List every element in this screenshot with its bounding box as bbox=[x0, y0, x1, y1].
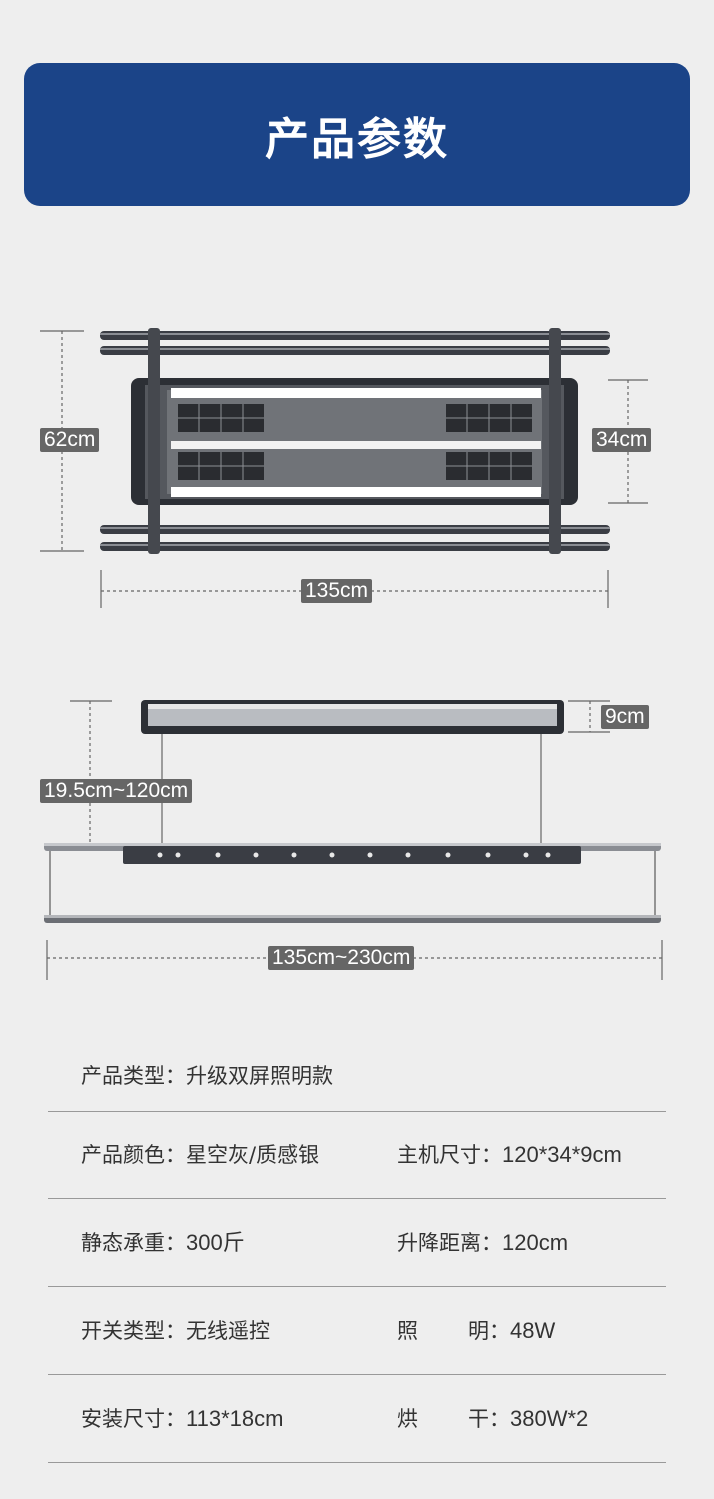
spec-value: 48W bbox=[510, 1318, 556, 1343]
side-view-diagram bbox=[44, 700, 663, 980]
width-dimension-label: 135cm bbox=[301, 579, 373, 603]
spec-label: 安装尺寸： bbox=[81, 1407, 186, 1431]
spec-label-a: 照 bbox=[397, 1319, 418, 1343]
page-title: 产品参数 bbox=[265, 113, 449, 165]
spec-value: 星空灰/质感银 bbox=[186, 1143, 320, 1167]
spec-label: 静态承重： bbox=[81, 1231, 186, 1255]
spec-label: 产品类型： bbox=[81, 1064, 186, 1088]
spec-label: 开关类型： bbox=[81, 1319, 186, 1343]
spec-value: 升级双屏照明款 bbox=[186, 1064, 333, 1088]
spec-row-switch-light: 开关类型：无线遥控 照 明：48W bbox=[48, 1288, 666, 1375]
spec-label-b: 干： bbox=[468, 1407, 510, 1431]
spec-row-load-lift: 静态承重：300斤 升降距离：120cm bbox=[48, 1200, 666, 1287]
top-view-diagram bbox=[40, 328, 648, 608]
spec-value: 120cm bbox=[502, 1230, 569, 1255]
spec-label: 升降距离： bbox=[397, 1231, 502, 1255]
spec-value: 113*18cm bbox=[186, 1406, 284, 1431]
spec-row-install-dry: 安装尺寸：113*18cm 烘 干：380W*2 bbox=[48, 1376, 666, 1463]
spec-label-a: 烘 bbox=[397, 1407, 418, 1431]
spec-label-b: 明： bbox=[468, 1319, 510, 1343]
title-banner: 产品参数 bbox=[24, 63, 690, 206]
thickness-dimension-label: 9cm bbox=[601, 705, 649, 729]
extend-range-dimension-label: 135cm~230cm bbox=[268, 946, 415, 970]
lift-range-dimension-label: 19.5cm~120cm bbox=[40, 779, 193, 803]
spec-value: 无线遥控 bbox=[186, 1319, 270, 1343]
spec-row-color-size: 产品颜色：星空灰/质感银 主机尺寸：120*34*9cm bbox=[48, 1112, 666, 1199]
depth-dimension-label: 34cm bbox=[592, 428, 652, 452]
spec-label: 主机尺寸： bbox=[397, 1143, 502, 1167]
spec-value: 300斤 bbox=[186, 1230, 245, 1255]
spec-row-type: 产品类型：升级双屏照明款 bbox=[48, 1033, 666, 1112]
height-dimension-label: 62cm bbox=[40, 428, 100, 452]
spec-label: 产品颜色： bbox=[81, 1143, 186, 1167]
spec-value: 380W*2 bbox=[510, 1406, 589, 1431]
spec-value: 120*34*9cm bbox=[502, 1142, 622, 1167]
